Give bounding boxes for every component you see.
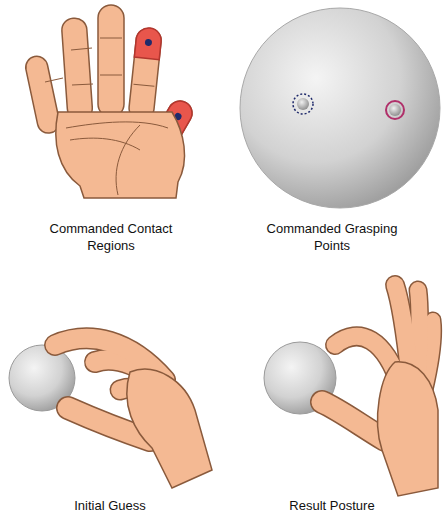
palm-lines-part bbox=[72, 84, 93, 85]
hand-initial-guess-part bbox=[127, 369, 212, 488]
hand-result-posture bbox=[264, 285, 438, 496]
palm-lines-part bbox=[66, 122, 168, 128]
palm-lines-part bbox=[116, 125, 140, 195]
hand-result-posture-part-part bbox=[418, 290, 420, 380]
hand-palm-view-part bbox=[98, 5, 124, 117]
index-finger bbox=[128, 27, 163, 122]
palm-lines-part bbox=[100, 38, 122, 39]
sphere-grasp-points-part bbox=[293, 94, 313, 114]
palm-lines-part bbox=[100, 75, 122, 76]
caption-box: Commanded Contact Regions bbox=[36, 220, 186, 254]
hand-result-posture-part-part bbox=[322, 402, 385, 440]
hand-palm-view-part bbox=[61, 17, 93, 120]
index-finger-part bbox=[128, 27, 162, 121]
caption: Commanded Contact Regions bbox=[36, 220, 186, 254]
caption-box: Commanded Grasping Points bbox=[257, 220, 407, 254]
caption: Initial Guess bbox=[35, 497, 185, 514]
palm-lines bbox=[45, 38, 168, 195]
sphere-grasp-points bbox=[240, 8, 440, 208]
hand-result-posture-part-part bbox=[322, 402, 385, 440]
hand-palm-view-part bbox=[56, 112, 185, 198]
palm-lines-part bbox=[70, 138, 140, 150]
index-finger-part bbox=[134, 84, 155, 86]
sphere-grasp-points-part bbox=[240, 8, 440, 208]
sphere-grasp-points-part bbox=[297, 98, 309, 110]
caption-box: Initial Guess bbox=[35, 497, 185, 514]
sphere-grasp-points-part bbox=[386, 101, 404, 119]
caption-box: Result Posture bbox=[257, 497, 407, 514]
palm-lines-part bbox=[71, 48, 92, 50]
index-finger-part bbox=[145, 39, 153, 47]
caption: Commanded Grasping Points bbox=[257, 220, 407, 254]
caption: Result Posture bbox=[257, 497, 407, 514]
palm-lines-part bbox=[45, 78, 63, 82]
index-finger-part bbox=[134, 27, 162, 60]
hand-initial-guess bbox=[9, 338, 212, 488]
hand-result-posture-part bbox=[378, 362, 438, 496]
sphere-grasp-points-part bbox=[389, 104, 401, 116]
hand-result-posture-part-part bbox=[418, 290, 420, 380]
hand-palm-view bbox=[24, 5, 197, 198]
